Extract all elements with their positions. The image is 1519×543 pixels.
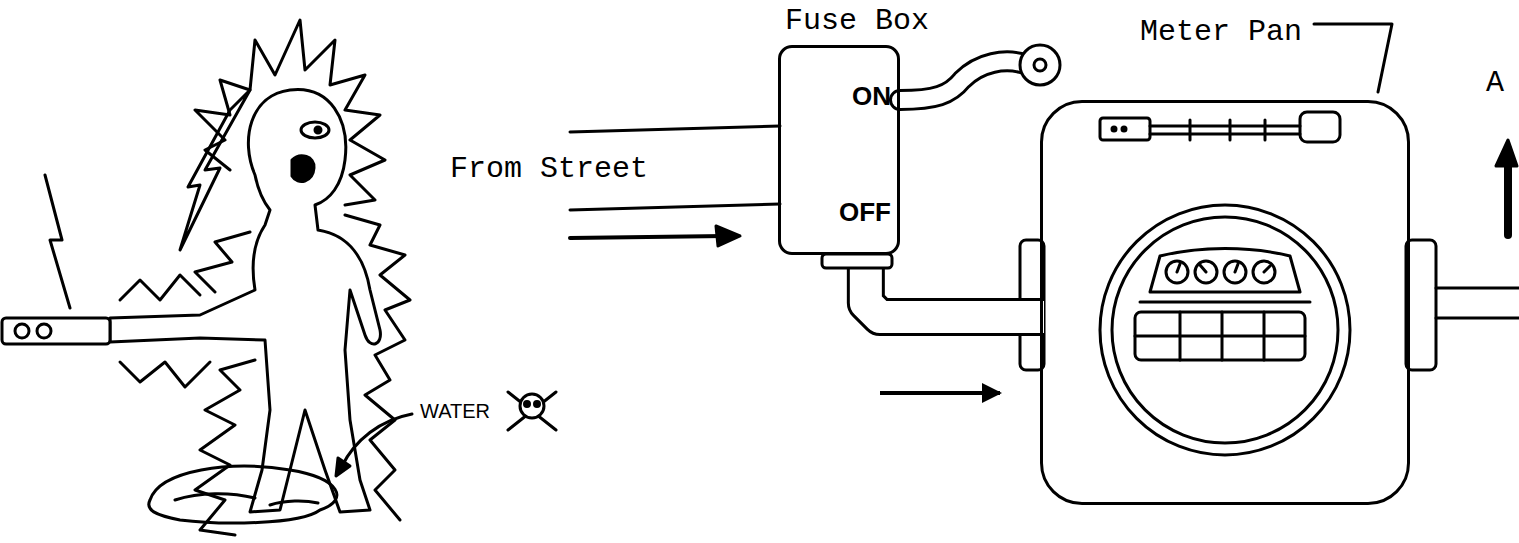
- water-pointer: [342, 414, 412, 466]
- meter-seal-bar: [1150, 120, 1300, 140]
- meter-pan: Meter Pan: [1040, 100, 1410, 505]
- leader-line: [1314, 24, 1392, 92]
- shock-aura: [120, 362, 210, 387]
- meter-register-grid: [1135, 312, 1305, 360]
- meter-seal-lock: [1300, 112, 1340, 142]
- water-puddle: [149, 466, 337, 523]
- lightning-bolt: [180, 90, 250, 250]
- switch-label: OFF: [839, 198, 891, 228]
- man-pupil: [315, 127, 321, 133]
- fuse-lever: [900, 61, 1025, 100]
- water-pointer-head: [336, 458, 350, 476]
- meter-seal: [1100, 118, 1150, 140]
- meter-face: [1100, 205, 1350, 455]
- part-name: Meter Pan: [1140, 15, 1302, 50]
- plug-pin: [15, 324, 29, 338]
- skull-crossbones: [508, 392, 556, 430]
- warning-label: WATER: [420, 400, 490, 423]
- meter-face: [1112, 217, 1338, 443]
- lightning-bolt: [45, 175, 70, 308]
- man-mouth: [292, 156, 314, 182]
- flow-arrow-head: [716, 226, 740, 246]
- hair-spikes: [195, 20, 385, 205]
- plug-pin: [37, 324, 51, 338]
- shock-aura: [345, 215, 410, 520]
- shock-aura: [195, 360, 255, 535]
- shock-aura: [120, 275, 200, 300]
- electric-plug: [2, 318, 110, 344]
- meter-dial-needle: [1177, 264, 1270, 272]
- shock-aura: [195, 232, 250, 292]
- wire-connector: [866, 254, 1044, 393]
- meter-dial-panel: [1150, 249, 1300, 293]
- up-arrow: [1504, 162, 1512, 235]
- flow-arrow: [570, 236, 725, 238]
- switch-label: ON: [852, 82, 891, 112]
- meter-seal-dot: [1112, 127, 1116, 131]
- street-wire: [570, 204, 780, 210]
- outgoing-wire: [1436, 317, 1519, 320]
- meter-rule: [1140, 301, 1310, 304]
- fuse-lever-knob: [1020, 45, 1060, 85]
- fuse-box: Fuse BoxONOFF: [778, 45, 900, 255]
- flow-arrow: [880, 391, 1000, 395]
- wire-label: From Street: [450, 152, 648, 187]
- fuse-lever-knob: [1034, 59, 1046, 71]
- street-wire: [570, 126, 780, 132]
- water-ripple: [175, 494, 318, 505]
- meter-register: [1135, 312, 1305, 360]
- fuse-box-flange: [822, 254, 892, 268]
- meter-seal-dot: [1122, 127, 1126, 131]
- meter-tab: [1406, 240, 1436, 370]
- cut-off-label: A: [1486, 66, 1504, 101]
- fuse-lever: [900, 61, 1025, 100]
- outgoing-wire: [1436, 287, 1519, 290]
- man-figure: [110, 90, 380, 512]
- part-name: Fuse Box: [785, 4, 929, 39]
- man-eye: [301, 122, 329, 138]
- up-arrow-head: [1496, 140, 1517, 166]
